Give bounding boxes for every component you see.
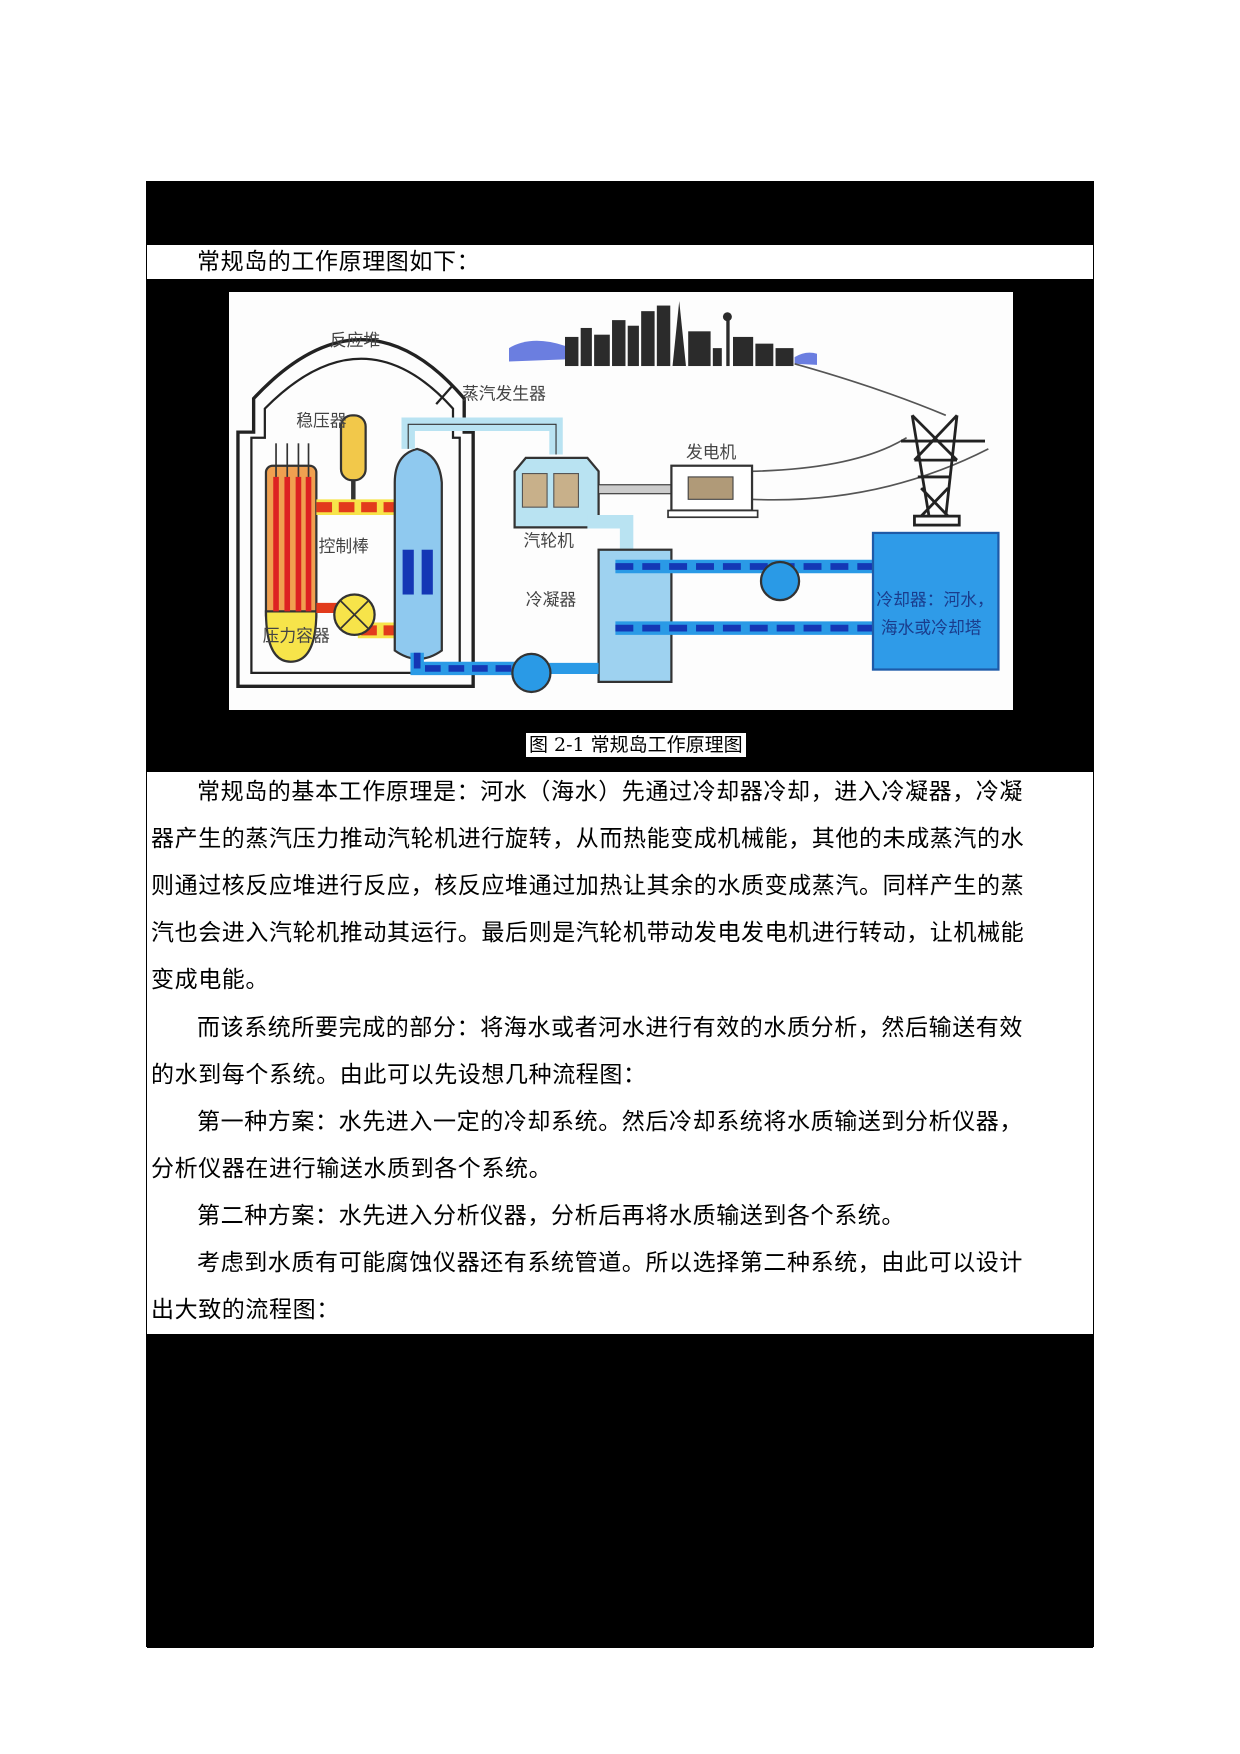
redacted-flowchart-block [147, 1334, 1093, 1648]
paragraph-1-line-4: 汽也会进入汽轮机推动其运行。最后则是汽轮机带动发电发电机进行转动，让机械能 [151, 920, 1025, 946]
diagram-svg: 反应堆 稳压器 蒸汽发生器 控制棒 压力容器 汽轮机 发电机 冷凝器 冷却器：河… [229, 292, 1013, 710]
label-control-rods: 控制棒 [319, 536, 370, 556]
label-cooler-line2: 海水或冷却塔 [881, 618, 982, 638]
figure-caption: 图 2-1 常规岛工作原理图 [526, 733, 746, 757]
paragraph-3-line-1: 第一种方案：水先进入一定的冷却系统。然后冷却系统将水质输送到分析仪器， [197, 1109, 1023, 1135]
sky-shape [509, 340, 565, 362]
paragraph-4-line-1: 第二种方案：水先进入分析仪器，分析后再将水质输送到各个系统。 [197, 1203, 905, 1229]
label-cooler-line1: 冷却器：河水， [876, 590, 993, 610]
label-pressurizer: 稳压器 [296, 411, 347, 431]
feedwater-pump-icon [511, 652, 552, 694]
label-pressure-vessel: 压力容器 [263, 626, 330, 646]
conventional-island-diagram: 反应堆 稳压器 蒸汽发生器 控制棒 压力容器 汽轮机 发电机 冷凝器 冷却器：河… [229, 292, 1013, 710]
containment-outline [236, 338, 475, 689]
label-generator: 发电机 [686, 442, 737, 462]
label-reactor: 反应堆 [330, 330, 380, 350]
paragraph-1-line-5: 变成电能。 [151, 967, 269, 993]
label-turbine: 汽轮机 [524, 530, 575, 550]
label-condenser: 冷凝器 [526, 590, 577, 610]
intro-text: 常规岛的工作原理图如下： [197, 249, 481, 275]
paragraph-1-line-1: 常规岛的基本工作原理是：河水（海水）先通过冷却器冷却，进入冷凝器，冷凝 [197, 779, 1023, 805]
cooler-box [871, 531, 1000, 671]
cooling-water-loop [615, 563, 874, 632]
city-skyline-icon [565, 301, 794, 367]
steam-generator [393, 447, 443, 661]
transmission-tower-icon [901, 414, 986, 527]
paragraph-5-line-1: 考虑到水质有可能腐蚀仪器还有系统管道。所以选择第二种系统，由此可以设计 [197, 1250, 1023, 1276]
redacted-header-block [147, 182, 1093, 245]
document-table-frame: 常规岛的工作原理图如下： [146, 181, 1094, 1648]
paragraph-1-line-2: 器产生的蒸汽压力推动汽轮机进行旋转，从而热能变成机械能，其他的未成蒸汽的水 [151, 826, 1025, 852]
cooling-pump-icon [759, 560, 801, 602]
paragraph-1-line-3: 则通过核反应堆进行反应，核反应堆通过加热让其余的水质变成蒸汽。同样产生的蒸 [151, 873, 1025, 899]
paragraph-2-line-2: 的水到每个系统。由此可以先设想几种流程图： [151, 1062, 647, 1088]
paragraph-2-line-1: 而该系统所要完成的部分：将海水或者河水进行有效的水质分析，然后输送有效 [197, 1015, 1023, 1041]
label-steam-generator: 蒸汽发生器 [462, 384, 546, 404]
paragraph-3-line-2: 分析仪器在进行输送水质到各个系统。 [151, 1156, 553, 1182]
paragraph-5-line-2: 出大致的流程图： [151, 1297, 340, 1323]
